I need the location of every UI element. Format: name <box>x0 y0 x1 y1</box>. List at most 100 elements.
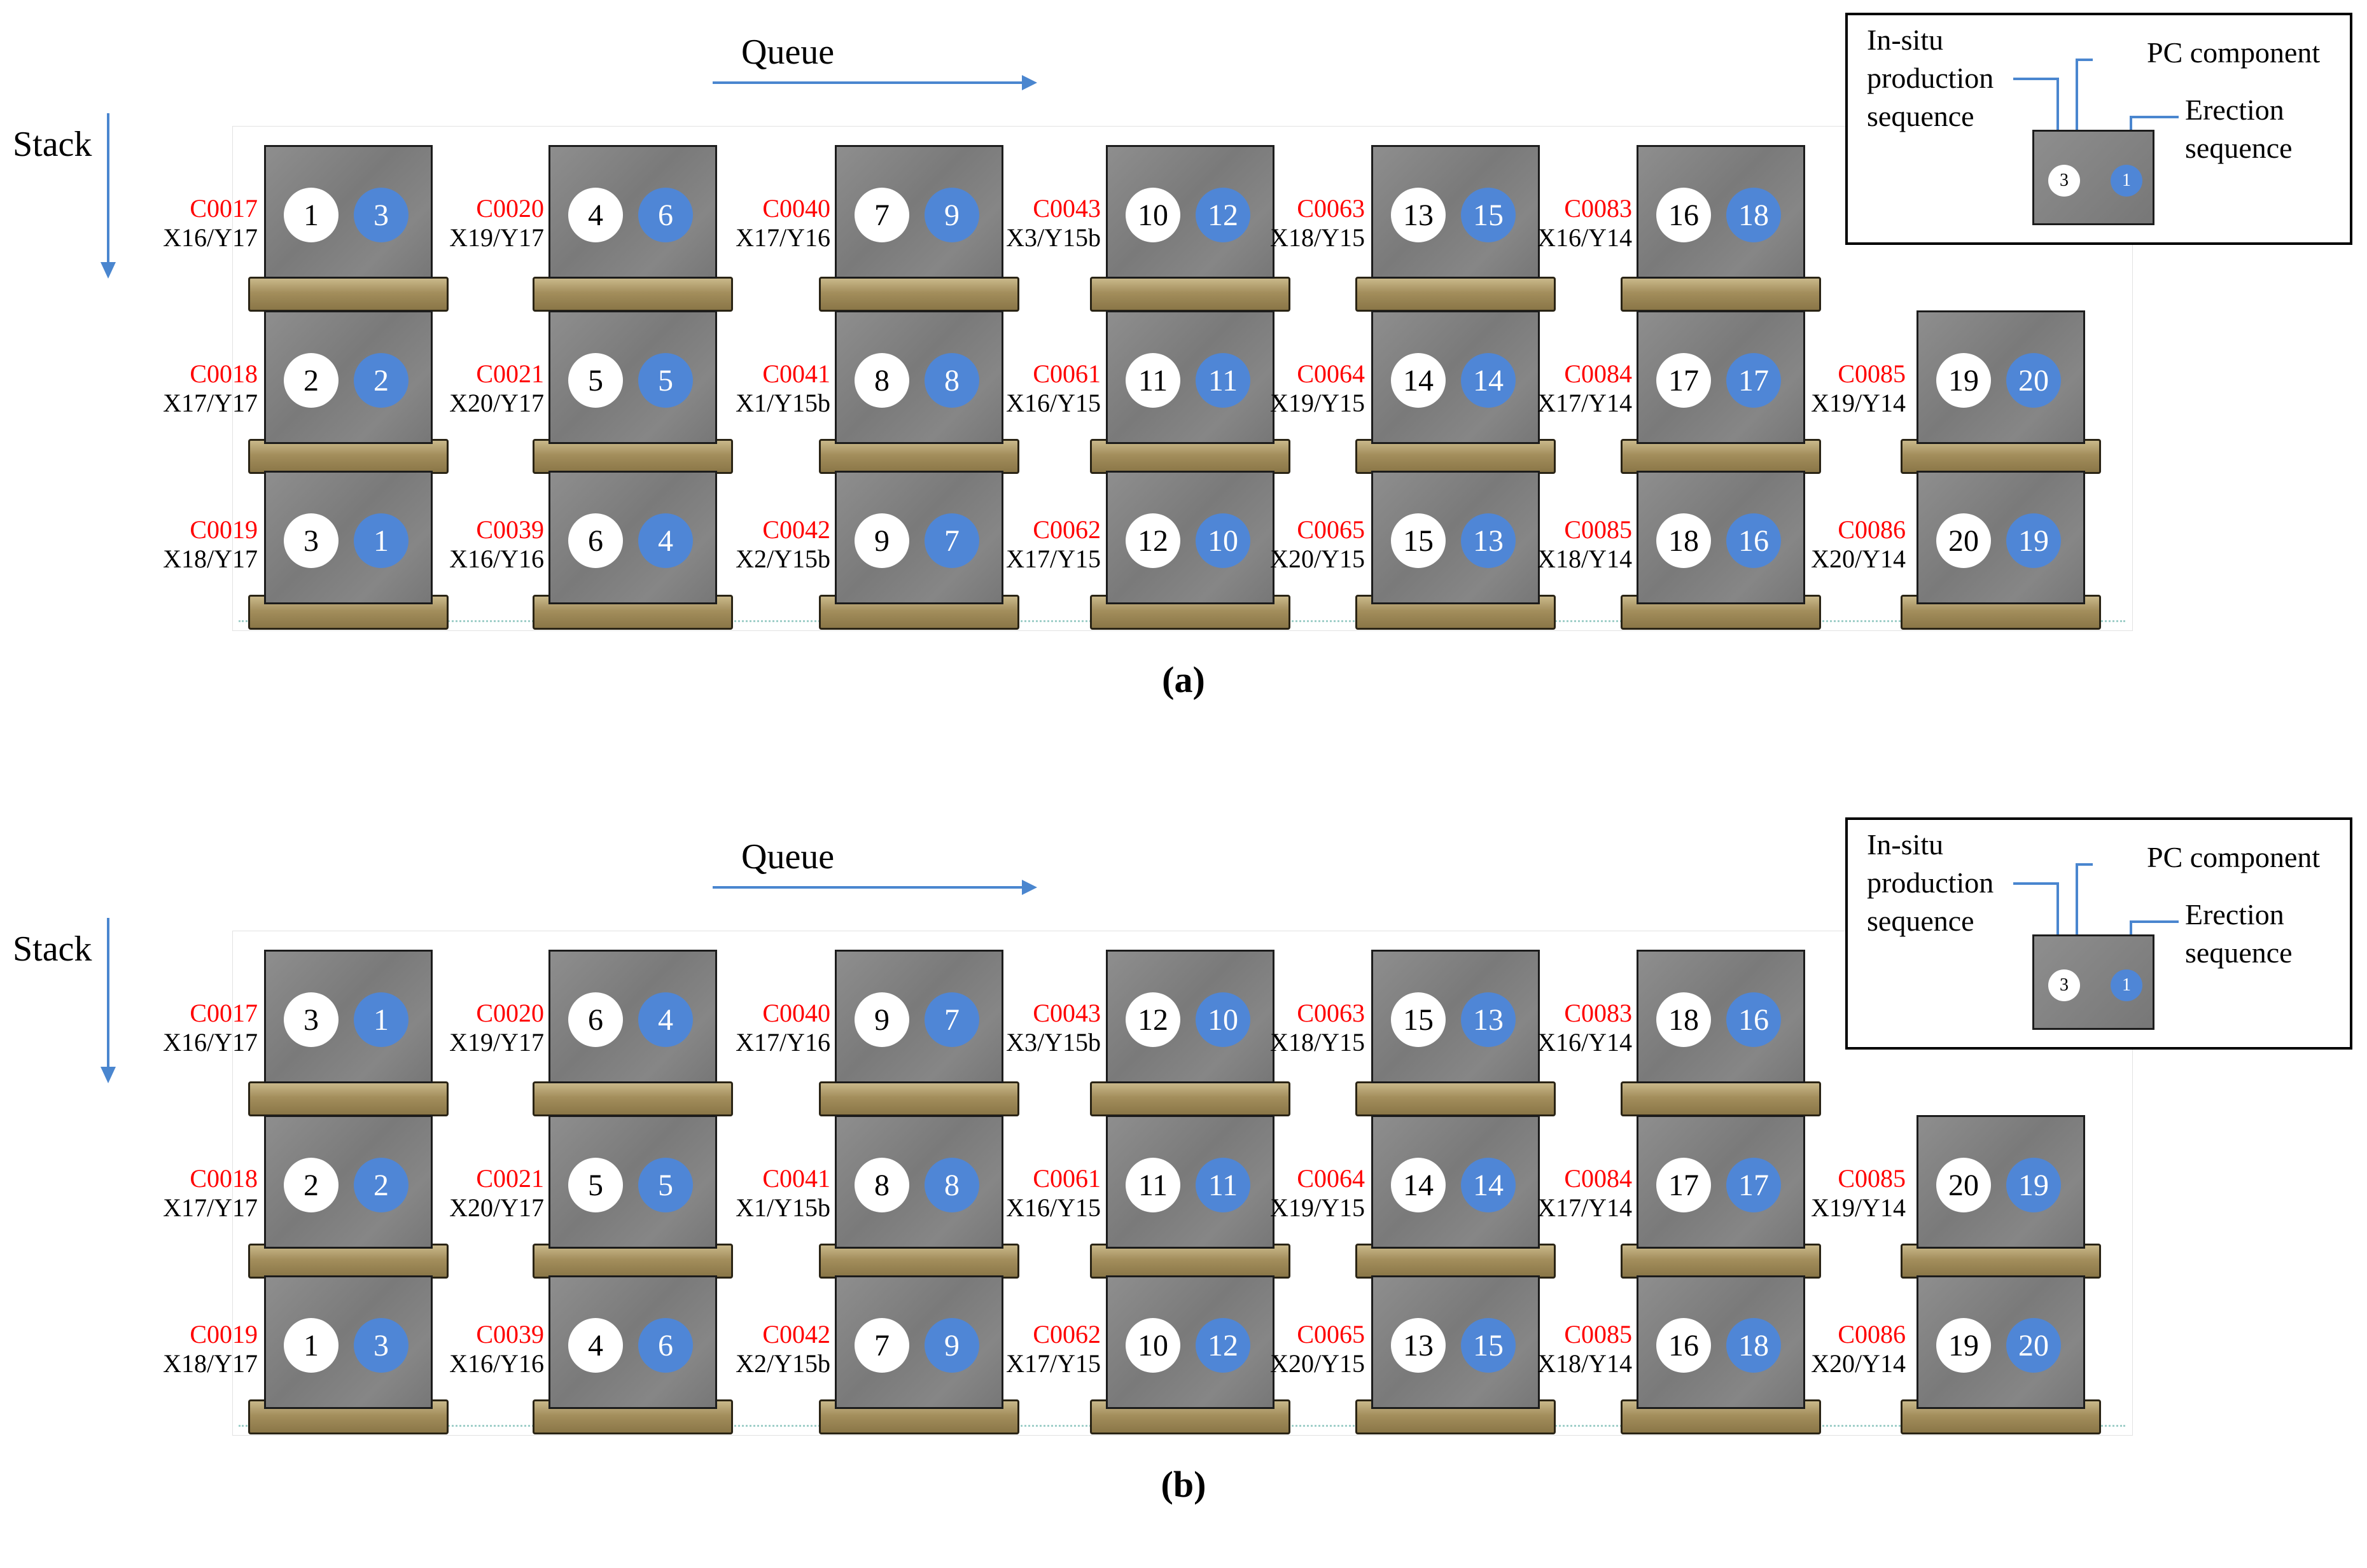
component-location: X20/Y14 <box>1811 1349 1906 1378</box>
legend-in-situ-line1: In-situ <box>1867 24 1944 56</box>
legend-production-circle: 3 <box>2048 969 2080 1001</box>
component-code: C0062 <box>1033 1320 1101 1349</box>
legend-erection-line1: Erection <box>2185 898 2284 931</box>
pallet <box>533 1244 733 1279</box>
legend-in-situ-line3: sequence <box>1867 100 1974 132</box>
component-location: X16/Y15 <box>1006 1193 1101 1222</box>
erection-sequence-circle: 16 <box>1726 992 1781 1047</box>
component-location: X16/Y14 <box>1537 1028 1632 1057</box>
yard-frame <box>232 931 2133 1436</box>
production-sequence-circle: 5 <box>568 353 623 408</box>
component-location: X19/Y14 <box>1811 1193 1906 1222</box>
legend-in-situ-line2: production <box>1867 866 1994 899</box>
component-location: X20/Y14 <box>1811 545 1906 573</box>
component-code: C0017 <box>190 194 258 223</box>
erection-sequence-circle: 3 <box>354 1318 408 1373</box>
erection-sequence-circle: 7 <box>925 513 979 568</box>
pallet <box>248 1081 449 1116</box>
erection-sequence-circle: 5 <box>638 353 693 408</box>
legend-box: In-situ production sequence PC component… <box>1845 817 2352 1050</box>
component-code: C0085 <box>1838 359 1906 388</box>
component-location: X19/Y15 <box>1270 1193 1365 1222</box>
erection-sequence-circle: 4 <box>638 513 693 568</box>
erection-sequence-circle: 11 <box>1196 1158 1250 1212</box>
component-code: C0062 <box>1033 515 1101 544</box>
pallet <box>819 439 1019 474</box>
component-code: C0042 <box>762 515 830 544</box>
component-code: C0086 <box>1838 515 1906 544</box>
erection-sequence-circle: 18 <box>1726 1318 1781 1373</box>
production-sequence-circle: 13 <box>1391 1318 1446 1373</box>
erection-sequence-circle: 4 <box>638 992 693 1047</box>
component-location: X19/Y17 <box>449 1028 544 1057</box>
production-sequence-circle: 4 <box>568 188 623 242</box>
production-sequence-circle: 6 <box>568 992 623 1047</box>
pallet <box>1621 1081 1821 1116</box>
production-sequence-circle: 2 <box>284 353 339 408</box>
production-sequence-circle: 16 <box>1656 1318 1711 1373</box>
component-location: X17/Y17 <box>163 1193 258 1222</box>
erection-sequence-circle: 12 <box>1196 188 1250 242</box>
stack-arrow-icon <box>101 113 116 279</box>
component-location: X19/Y17 <box>449 223 544 252</box>
erection-sequence-circle: 3 <box>354 188 408 242</box>
erection-sequence-circle: 1 <box>354 513 408 568</box>
erection-sequence-circle: 12 <box>1196 1318 1250 1373</box>
pallet <box>1355 1081 1556 1116</box>
production-sequence-circle: 15 <box>1391 992 1446 1047</box>
production-sequence-circle: 4 <box>568 1318 623 1373</box>
component-code: C0042 <box>762 1320 830 1349</box>
erection-sequence-circle: 15 <box>1461 1318 1516 1373</box>
pallet <box>533 1081 733 1116</box>
erection-sequence-circle: 2 <box>354 1158 408 1212</box>
pallet <box>819 1244 1019 1279</box>
component-code: C0064 <box>1297 359 1365 388</box>
erection-sequence-circle: 9 <box>925 188 979 242</box>
queue-arrow-icon <box>713 75 1037 90</box>
production-sequence-circle: 6 <box>568 513 623 568</box>
component-code: C0083 <box>1564 999 1632 1027</box>
component-code: C0063 <box>1297 194 1365 223</box>
component-location: X2/Y15b <box>736 545 830 573</box>
production-sequence-circle: 16 <box>1656 188 1711 242</box>
stack-label: Stack <box>13 929 92 969</box>
production-sequence-circle: 1 <box>284 1318 339 1373</box>
component-code: C0043 <box>1033 999 1101 1027</box>
component-location: X17/Y16 <box>736 223 830 252</box>
legend-erection-line2: sequence <box>2185 936 2293 969</box>
component-code: C0085 <box>1838 1164 1906 1193</box>
production-sequence-circle: 11 <box>1126 1158 1180 1212</box>
component-location: X17/Y14 <box>1537 1193 1632 1222</box>
component-code: C0086 <box>1838 1320 1906 1349</box>
component-code: C0041 <box>762 359 830 388</box>
pallet <box>248 277 449 312</box>
